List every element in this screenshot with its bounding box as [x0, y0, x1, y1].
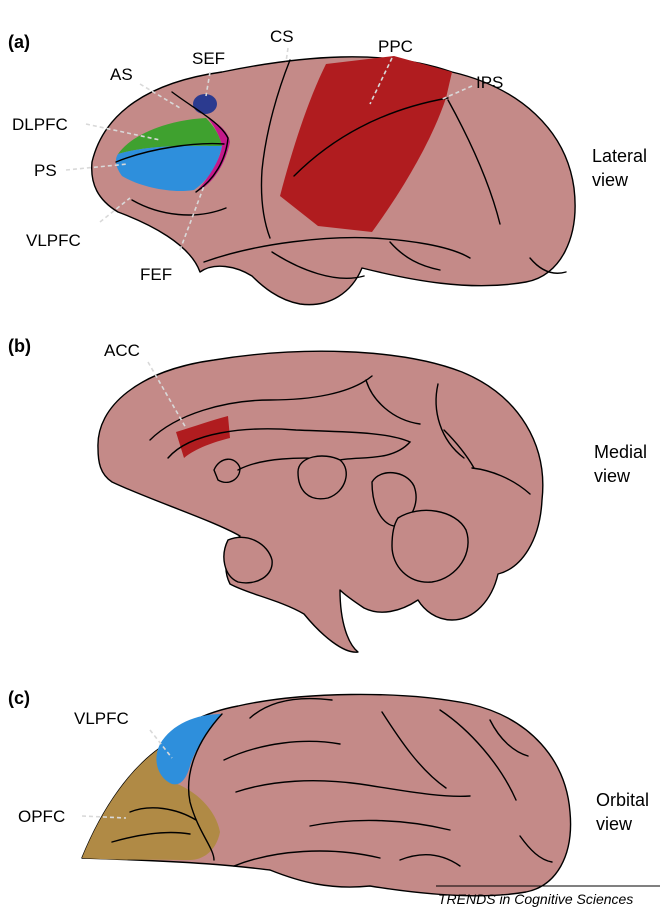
panel-b-letter: (b) [8, 336, 31, 356]
label-cs: CS [270, 27, 294, 46]
panel-a: (a) SEF CS PPC AS IPS DLPF [8, 27, 647, 305]
view-label-b-line2: view [594, 466, 631, 486]
label-dlpfc: DLPFC [12, 115, 68, 134]
panel-a-letter: (a) [8, 32, 30, 52]
label-as: AS [110, 65, 133, 84]
panel-c: (c) VLPFC OPFC Orbital view [8, 688, 649, 896]
view-label-c-line2: view [596, 814, 633, 834]
label-opfc: OPFC [18, 807, 65, 826]
label-vlpfc: VLPFC [26, 231, 81, 250]
view-label-b-line1: Medial [594, 442, 647, 462]
label-sef: SEF [192, 49, 225, 68]
panel-b: (b) ACC Medial view [8, 336, 647, 652]
label-ppc: PPC [378, 37, 413, 56]
label-ips: IPS [476, 73, 503, 92]
label-vlpfc-orbital: VLPFC [74, 709, 129, 728]
view-label-a-line1: Lateral [592, 146, 647, 166]
leader-cs [286, 48, 288, 62]
label-ps: PS [34, 161, 57, 180]
sef-region [193, 94, 217, 114]
view-label-c-line1: Orbital [596, 790, 649, 810]
thalamus-2 [298, 456, 346, 499]
label-acc: ACC [104, 341, 140, 360]
panel-c-letter: (c) [8, 688, 30, 708]
view-label-a-line2: view [592, 170, 629, 190]
label-fef: FEF [140, 265, 172, 284]
credit-text: TRENDS in Cognitive Sciences [438, 891, 633, 907]
